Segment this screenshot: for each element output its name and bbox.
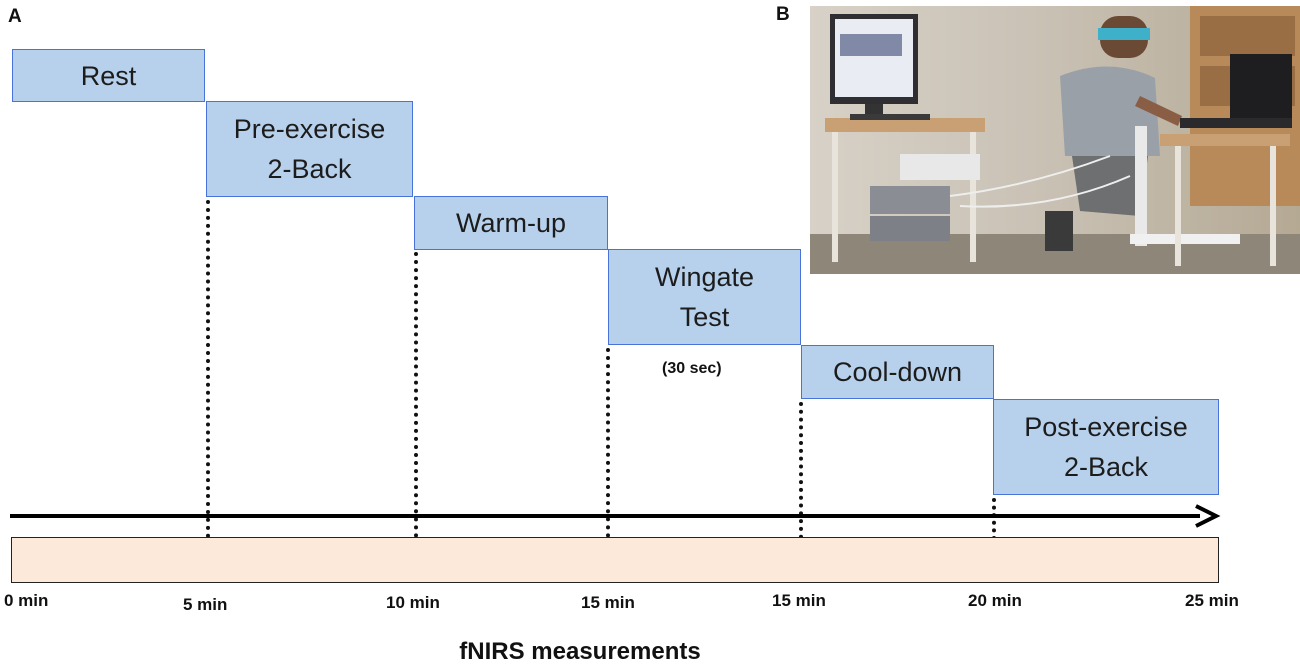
step-pre-exercise-2-back: Pre-exercise 2-Back [206,101,413,197]
step-wingate-test: Wingate Test [608,249,801,345]
timeline-arrow [10,504,1221,528]
divider-10-min [414,252,418,578]
step-post-exercise-2-back: Post-exercise 2-Back [993,399,1219,495]
fnirs-measurement-bar [11,537,1219,583]
panel-label-a: A [8,6,22,27]
time-label-10: 10 min [386,593,440,612]
photo-exercise-setup-icon [810,6,1300,274]
divider-15-min-b [799,402,803,578]
panel-label-b: B [776,4,790,25]
time-label-0: 0 min [4,591,49,610]
time-label-5: 5 min [183,595,228,614]
step-rest: Rest [12,49,205,102]
time-label-20: 20 min [968,591,1022,610]
time-label-15-b: 15 min [772,591,826,610]
measurement-caption: fNIRS measurements [459,638,701,665]
time-label-15-a: 15 min [581,593,635,612]
step-cool-down: Cool-down [801,345,994,399]
time-label-25: 25 min [1185,591,1239,610]
step-warm-up: Warm-up [414,196,608,250]
wingate-duration-note: (30 sec) [662,360,722,377]
divider-15-min-a [606,348,610,578]
divider-5-min [206,200,210,578]
